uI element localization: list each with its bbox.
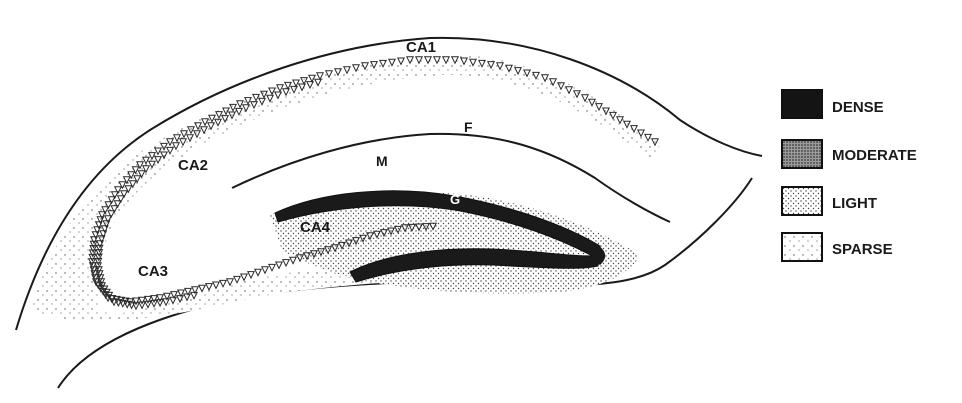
pyramidal-cell-mark [248,272,254,278]
legend-label-dense: DENSE [832,99,884,116]
pyramidal-cell-mark [262,267,268,273]
legend-swatch-moderate [782,140,822,168]
label-ca2: CA2 [178,157,208,174]
pyramidal-cell-mark [213,282,219,288]
pyramidal-cell-mark [283,260,289,266]
pyramidal-cell-mark [269,264,275,270]
legend-swatch-sparse [782,233,822,261]
label-f: F [464,119,473,135]
legend-swatch-light [782,187,822,215]
legend-swatch-dense [782,90,822,118]
legend-label-light: LIGHT [832,195,877,212]
pyramidal-cell-mark [290,257,296,263]
density-legend: DENSE MODERATE LIGHT SPARSE [782,90,917,261]
pyramidal-cell-mark [220,280,226,286]
legend-label-sparse: SPARSE [832,241,893,258]
label-ca1: CA1 [406,39,436,56]
pyramidal-cell-mark [276,262,282,268]
pyramidal-cell-mark [241,274,247,280]
pyramidal-cell-mark [206,284,212,290]
legend-label-moderate: MODERATE [832,147,917,164]
pyramidal-cell-mark [255,269,261,275]
label-g: G [450,192,460,207]
pyramidal-cell-mark [199,285,205,291]
pyramidal-cell-mark [234,276,240,282]
label-m: M [376,153,388,169]
label-ca3: CA3 [138,263,168,280]
label-ca4: CA4 [300,219,331,236]
